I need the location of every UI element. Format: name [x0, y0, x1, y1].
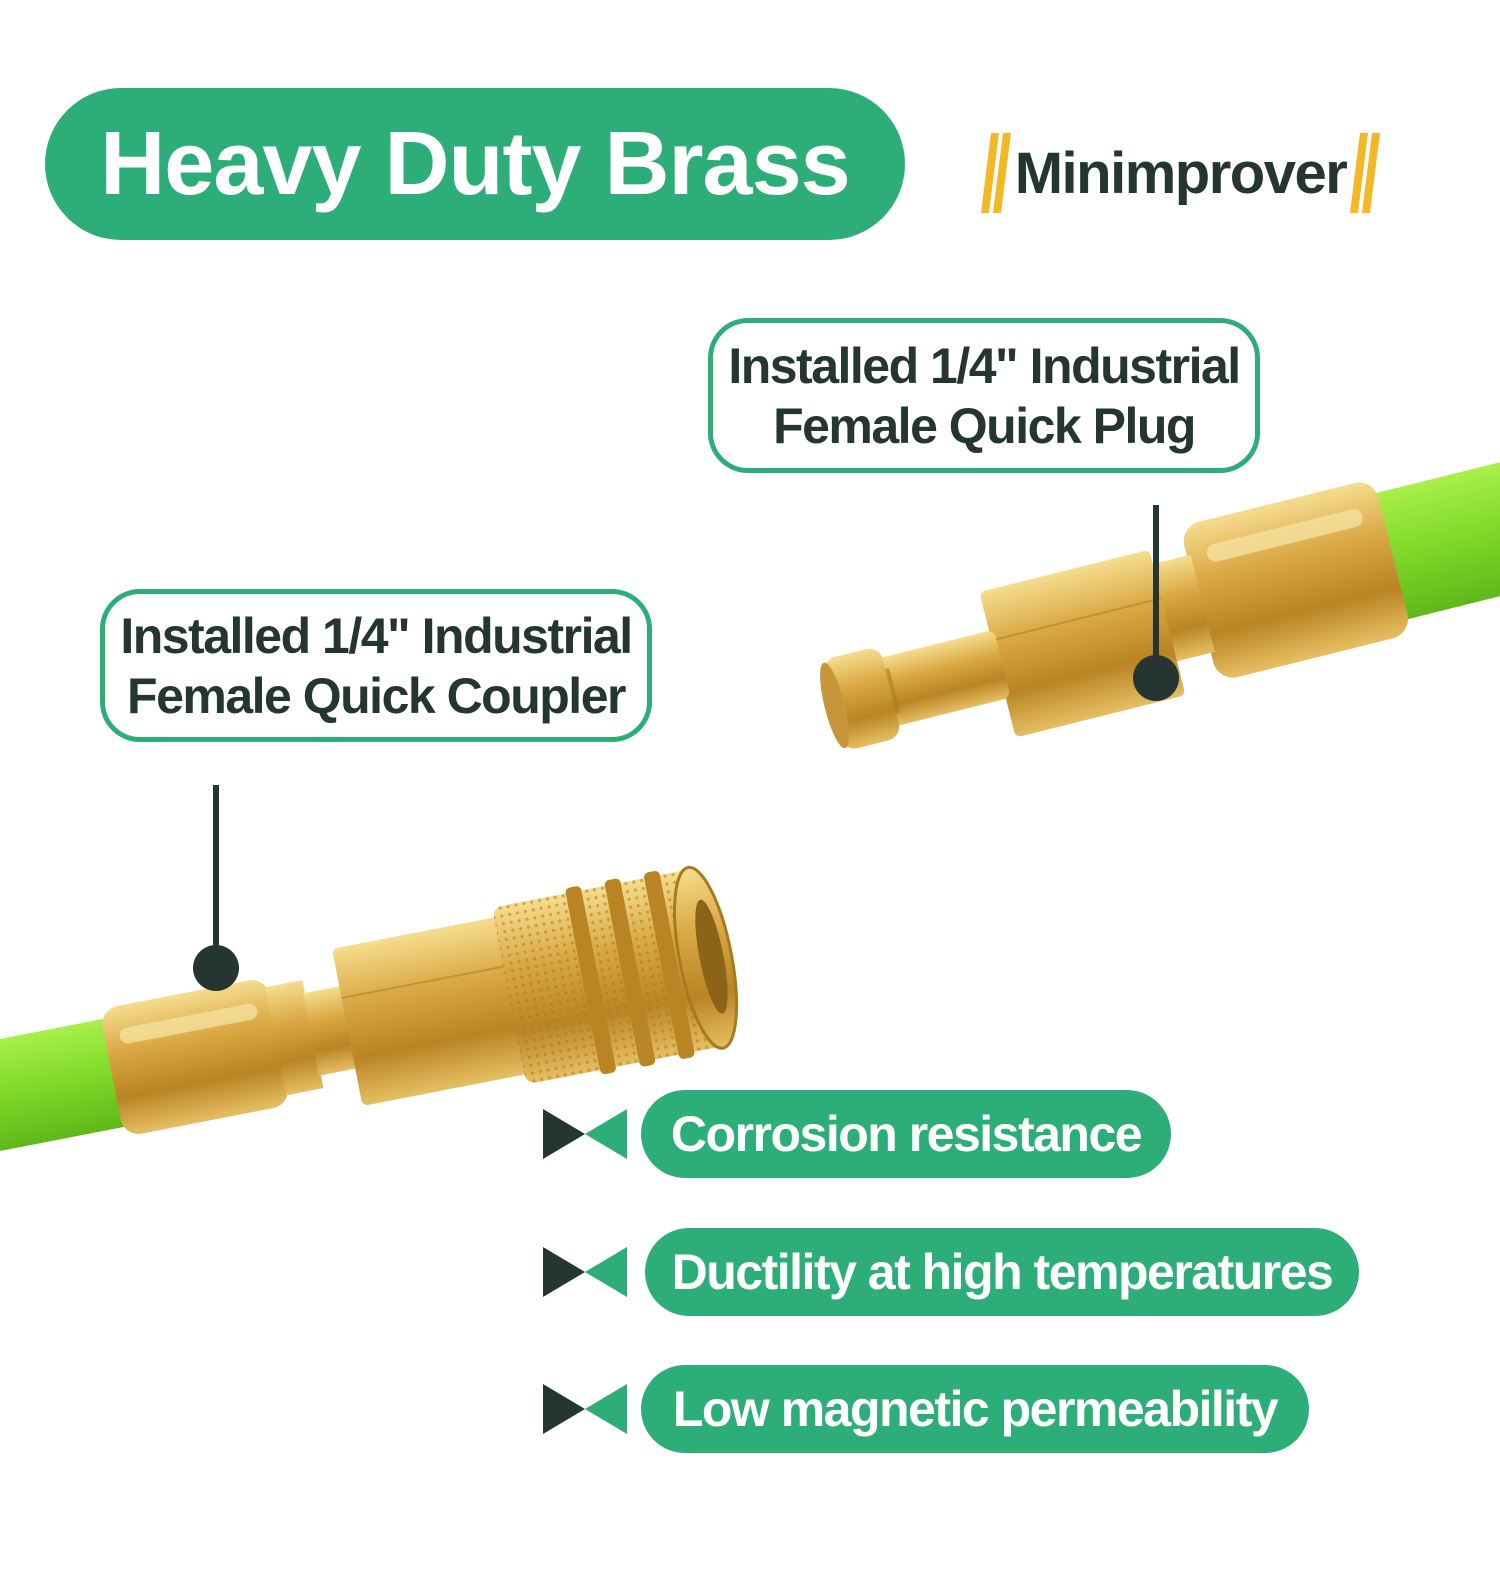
bowtie-arrow-icon — [543, 1247, 627, 1297]
feature-item: Ductility at high temperatures — [543, 1228, 1363, 1316]
left-hose — [0, 1014, 147, 1157]
right-ferrule — [1183, 482, 1409, 678]
plug-callout: Installed 1/4" Industrial Female Quick P… — [708, 318, 1260, 473]
plug-callout-line2: Female Quick Plug — [773, 397, 1196, 454]
plug-stem — [874, 631, 1010, 727]
plug-leader-dot — [1133, 655, 1179, 701]
left-ferrule — [102, 980, 288, 1134]
coupler-leader-dot — [193, 945, 239, 991]
plug-hex-body — [980, 550, 1185, 737]
coupler-callout: Installed 1/4" Industrial Female Quick C… — [100, 589, 652, 742]
brand-name: Minimprover — [1014, 140, 1348, 206]
feature-label: Ductility at high temperatures — [645, 1228, 1359, 1316]
coupler-callout-line1: Installed 1/4" Industrial — [120, 607, 633, 664]
coupler-assembly — [0, 865, 739, 1157]
brand-block: Minimprover — [908, 128, 1453, 218]
feature-item: Corrosion resistance — [543, 1090, 1183, 1178]
bowtie-arrow-icon — [543, 1109, 627, 1159]
coupler-leader-line — [213, 785, 219, 965]
bowtie-arrow-icon — [543, 1384, 627, 1434]
feature-label: Low magnetic permeability — [641, 1365, 1309, 1453]
feature-item: Low magnetic permeability — [543, 1365, 1313, 1453]
feature-label: Corrosion resistance — [641, 1090, 1171, 1178]
coupler-hex-body — [333, 917, 529, 1105]
slash-decoration-left — [980, 133, 1011, 213]
slash-decoration-right — [1350, 133, 1381, 213]
page-title: Heavy Duty Brass — [45, 88, 905, 240]
plug-assembly — [820, 456, 1500, 749]
coupler-callout-line2: Female Quick Coupler — [127, 667, 626, 724]
plug-callout-line1: Installed 1/4" Industrial — [728, 337, 1241, 394]
plug-leader-line — [1153, 505, 1159, 675]
